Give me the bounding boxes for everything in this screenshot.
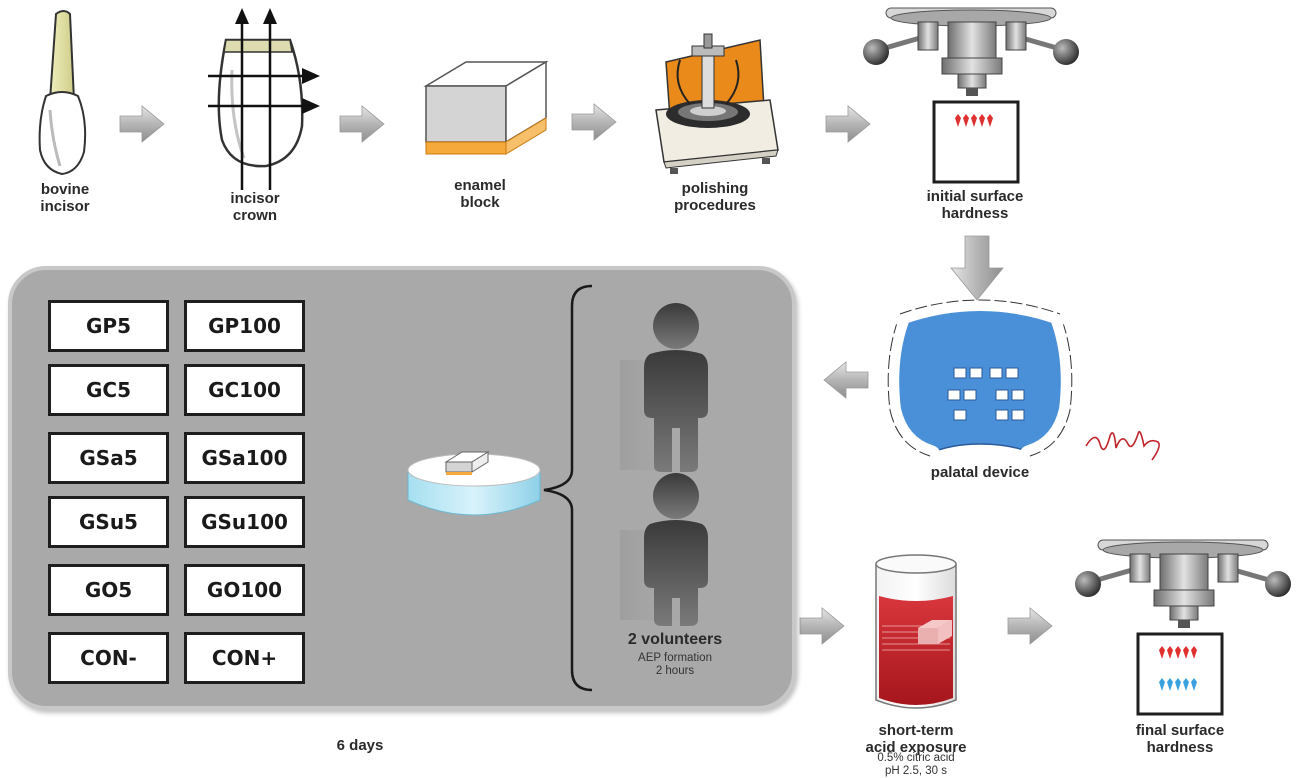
acid-beaker-illustration [875,554,957,709]
incisor-crown-illustration [208,8,320,190]
arrow-2 [339,105,385,143]
label-volunteers: 2 volunteers [627,631,723,648]
label-bovine-incisor: bovine incisor [40,181,90,215]
palatal-device-illustration [877,289,1083,467]
arrow-down [950,235,1004,301]
arrow-to-final [1007,607,1053,645]
artist-signature-illustration [1085,430,1160,461]
enamel-block-illustration [423,60,549,155]
group-box: GSu100 [184,496,305,548]
label-palatal-device: palatal device [930,464,1030,481]
group-box: CON+ [184,632,305,684]
arrow-3 [571,103,617,141]
polishing-machine-illustration [655,33,779,174]
group-box: GC100 [184,364,305,416]
bovine-incisor-illustration [38,10,87,176]
group-box: GC5 [48,364,169,416]
hardness-tester-final-illustration [1075,539,1291,716]
label-incisor-crown: incisor crown [230,190,280,224]
group-box: GSa100 [184,432,305,484]
group-box: GSa5 [48,432,169,484]
arrow-4 [825,105,871,143]
group-box: GO100 [184,564,305,616]
label-final-hardness: final surface hardness [1135,722,1225,756]
group-box: GSu5 [48,496,169,548]
arrow-1 [119,105,165,143]
label-acid-exposure: short-term acid exposure [865,722,967,756]
label-duration: 6 days [336,737,384,754]
hardness-tester-initial-illustration [863,7,1079,184]
group-box: GO5 [48,564,169,616]
group-box: CON- [48,632,169,684]
label-initial-hardness: initial surface hardness [926,188,1024,222]
label-polishing: polishing procedures [674,180,756,214]
label-acid-details: 0.5% citric acid pH 2.5, 30 s [877,752,955,777]
label-aep-formation: AEP formation 2 hours [638,652,712,677]
arrow-to-acid [799,607,845,645]
label-enamel-block: enamel block [454,177,506,211]
group-box: GP100 [184,300,305,352]
arrow-left-palatal [823,361,869,399]
group-box: GP5 [48,300,169,352]
